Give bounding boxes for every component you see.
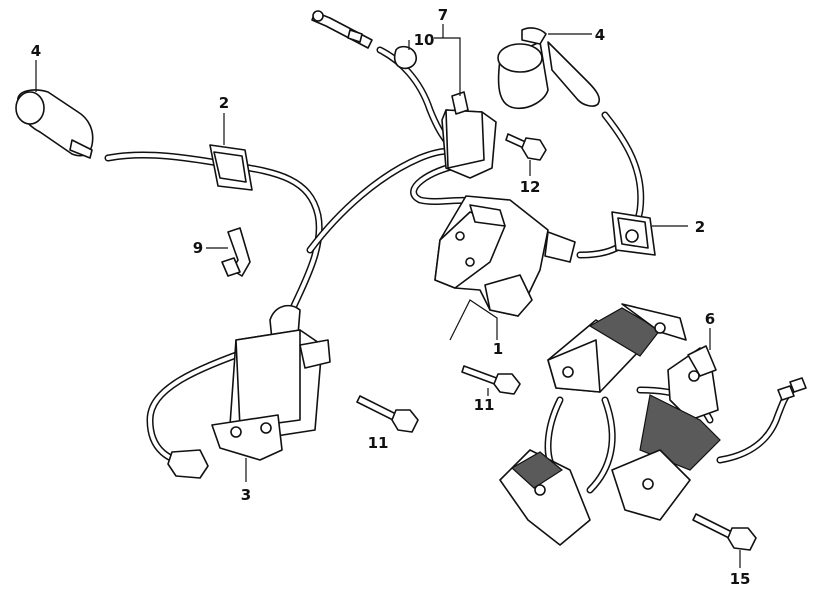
bolt-11-upper [461,365,521,396]
wire-clip [206,227,251,277]
grommet-right [611,211,688,256]
callout-4-right: 4 [595,26,605,44]
bolt-11-lower [356,395,419,433]
spark-plug-cap-left [15,60,94,159]
ignition-coil [211,304,331,482]
cable-grommet [393,40,417,70]
callout-10: 10 [414,31,435,49]
callout-2-right: 2 [695,218,705,236]
callout-12: 12 [520,178,541,196]
callout-labels: 1 2 2 3 4 4 6 7 9 10 11 11 12 15 [31,6,751,588]
stator-assembly [499,303,807,546]
callout-7: 7 [438,6,448,24]
callout-11-upper: 11 [474,396,495,414]
cable-terminal [311,10,373,49]
callout-11-lower: 11 [368,434,389,452]
callout-1: 1 [493,340,503,358]
callout-9: 9 [193,239,203,257]
bolt-12 [505,133,547,176]
callout-3: 3 [241,486,251,504]
callout-6: 6 [705,310,715,328]
ignition-module [434,195,576,341]
callout-4-left: 4 [31,42,41,60]
grommet-left [209,113,253,191]
control-unit [434,24,497,179]
wire-connector [167,449,209,479]
spark-plug-cap-right [497,27,601,110]
bolt-15 [692,513,757,568]
callout-15: 15 [730,570,751,588]
callout-2-left: 2 [219,94,229,112]
